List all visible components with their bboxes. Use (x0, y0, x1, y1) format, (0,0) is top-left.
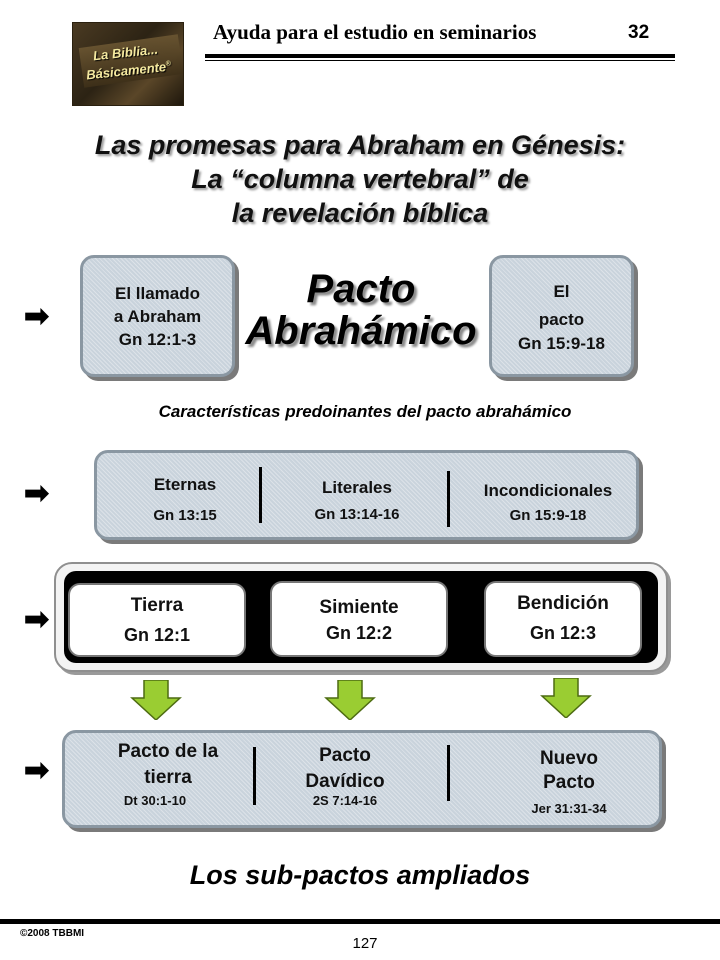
characteristic-label: Incondicionales (483, 481, 613, 500)
call-box-line: El llamado (114, 284, 201, 303)
sub-covenant-land: Pacto de la tierra Dt 30:1-10 (83, 739, 253, 808)
promise-label: Bendición (517, 593, 609, 614)
sub-covenant-ref: Jer 31:31-34 (531, 801, 607, 816)
promise-label: Simiente (319, 597, 399, 618)
green-down-arrow-icon (540, 678, 592, 718)
pact-box-line: El (553, 282, 570, 301)
pact-box-line: pacto (538, 310, 585, 329)
promise-land: Tierra Gn 12:1 (68, 583, 246, 657)
sub-covenant-label: Pacto (543, 772, 595, 793)
divider (447, 471, 450, 527)
pact-box-ref: Gn 15:9-18 (518, 334, 605, 353)
promise-seed: Simiente Gn 12:2 (270, 581, 448, 657)
sub-covenants-box: Pacto de la tierra Dt 30:1-10 Pacto Daví… (62, 730, 662, 828)
characteristic-unconditional: Incondicionales Gn 15:9-18 (455, 481, 641, 524)
call-box: El llamado a Abraham Gn 12:1-3 (80, 255, 235, 377)
promise-ref: Gn 12:3 (529, 623, 597, 643)
copyright: ©2008 TBBMI (20, 928, 85, 939)
right-arrow-icon: ➡ (24, 603, 50, 636)
characteristic-ref: Gn 13:15 (153, 507, 217, 524)
sub-covenant-davidic: Pacto Davídico 2S 7:14-16 (265, 743, 425, 808)
main-title-line: Las promesas para Abraham en Génesis: (94, 130, 626, 160)
header-rule (205, 54, 675, 58)
promise-blessing: Bendición Gn 12:3 (484, 581, 642, 657)
characteristic-ref: Gn 15:9-18 (509, 507, 587, 524)
divider (259, 467, 262, 523)
promise-ref: Gn 12:1 (123, 625, 191, 645)
header-title: Ayuda para el estudio en seminarios (213, 20, 537, 44)
characteristics-box: Eternas Gn 13:15 Literales Gn 13:14-16 I… (94, 450, 639, 540)
footer-rule (0, 919, 720, 924)
characteristic-label: Literales (322, 478, 392, 497)
characteristic-ref: Gn 13:14-16 (314, 506, 400, 523)
characteristic-label: Eternas (153, 475, 217, 494)
characteristic-eternal: Eternas Gn 13:15 (125, 475, 245, 524)
sub-covenant-label: Pacto (319, 745, 371, 766)
green-down-arrow-icon (324, 680, 376, 720)
call-box-ref: Gn 12:1-3 (118, 330, 197, 349)
sub-covenant-new: Nuevo Pacto Jer 31:31-34 (489, 747, 649, 816)
sub-covenant-ref: Dt 30:1-10 (123, 793, 187, 808)
divider (447, 745, 450, 801)
main-title: Las promesas para Abraham en Génesis: La… (30, 128, 690, 230)
green-down-arrow-icon (130, 680, 182, 720)
right-arrow-icon: ➡ (24, 300, 50, 333)
covenant-title-line1: Pacto (306, 267, 416, 311)
footer-page-number: 127 (352, 935, 378, 952)
divider (253, 747, 256, 805)
call-box-line: a Abraham (113, 307, 202, 326)
sub-covenant-label: Nuevo (539, 748, 599, 769)
right-arrow-icon: ➡ (24, 477, 50, 510)
header-rule-thin (205, 60, 675, 61)
characteristics-heading: Características predoinantes del pacto a… (158, 402, 572, 421)
pact-box: El pacto Gn 15:9-18 (489, 255, 634, 377)
sub-covenant-ref: 2S 7:14-16 (312, 793, 378, 808)
promise-ref: Gn 12:2 (325, 623, 393, 643)
sub-covenant-label: Davídico (305, 771, 385, 792)
covenant-title: Pacto Abrahámico (230, 268, 492, 352)
promise-label: Tierra (130, 595, 184, 616)
covenant-title-line2: Abrahámico (245, 309, 477, 353)
sub-covenant-label: Pacto de la (117, 741, 219, 762)
main-title-line: La “columna vertebral” de (191, 164, 529, 194)
sub-covenant-label: tierra (144, 767, 192, 788)
sub-covenants-caption: Los sub-pactos ampliados (189, 860, 531, 890)
header-page-number: 32 (628, 22, 650, 43)
main-title-line: la revelación bíblica (231, 198, 489, 228)
characteristic-literal: Literales Gn 13:14-16 (287, 478, 427, 523)
logo: La Biblia... Básicamente® (72, 22, 184, 106)
right-arrow-icon: ➡ (24, 754, 50, 787)
